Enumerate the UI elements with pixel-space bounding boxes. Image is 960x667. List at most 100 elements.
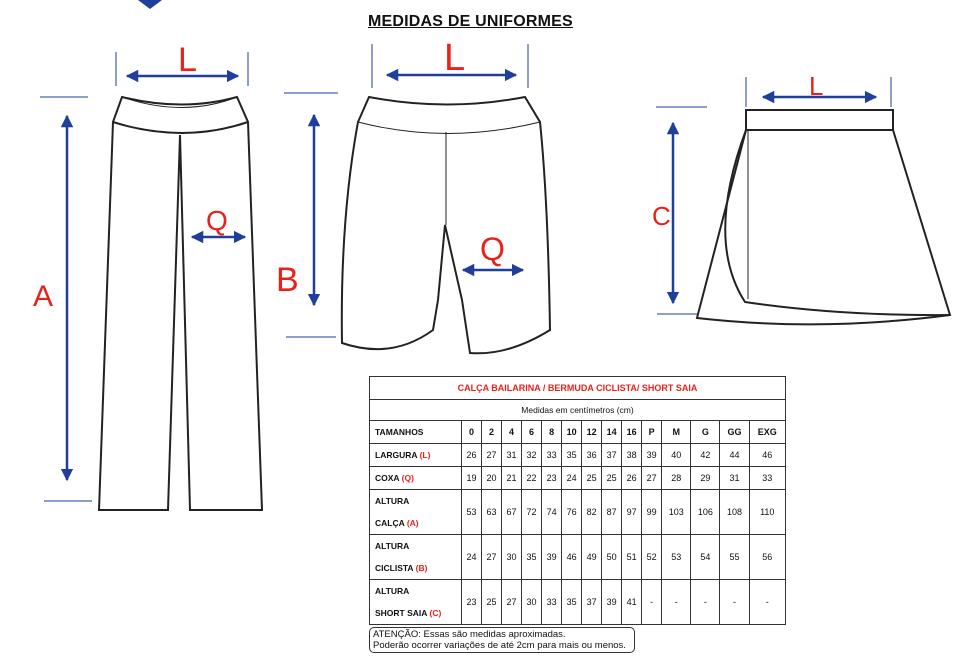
size-cell: GG: [719, 420, 750, 444]
value-cell: 99: [641, 489, 663, 535]
value-cell: 74: [541, 489, 563, 535]
value-cell: 97: [621, 489, 643, 535]
value-cell: -: [719, 579, 750, 625]
row-label: COXA (Q): [369, 466, 462, 490]
value-cell: 37: [601, 443, 623, 467]
value-cell: 36: [581, 443, 603, 467]
value-cell: 33: [748, 466, 787, 490]
value-cell: 23: [541, 466, 563, 490]
size-cell: 8: [541, 420, 563, 444]
value-cell: 72: [521, 489, 543, 535]
value-cell: 33: [541, 579, 563, 625]
size-table: CALÇA BAILARINA / BERMUDA CICLISTA/ SHOR…: [369, 376, 787, 625]
value-cell: 52: [641, 534, 663, 580]
value-cell: 40: [661, 443, 692, 467]
cyclist-width-label: L: [444, 37, 465, 79]
value-cell: 53: [661, 534, 692, 580]
size-cell: EXG: [748, 420, 787, 444]
value-cell: 25: [601, 466, 623, 490]
value-cell: -: [661, 579, 692, 625]
cyclist-height-label: B: [276, 261, 299, 299]
value-cell: 54: [690, 534, 721, 580]
size-cell: G: [690, 420, 721, 444]
size-cell: 0: [460, 420, 483, 444]
value-cell: 25: [581, 466, 603, 490]
page-title: MEDIDAS DE UNIFORMES: [368, 13, 573, 30]
size-cell: 14: [601, 420, 623, 444]
value-cell: 35: [561, 443, 583, 467]
size-cell: 6: [521, 420, 543, 444]
skirt-width-label: L: [809, 71, 823, 101]
table-row-largura: LARGURA (L) 26 27 31 32 33 35 36 37 38 3…: [369, 443, 787, 467]
value-cell: 44: [719, 443, 750, 467]
skirt-height-label: C: [652, 201, 671, 231]
pants-width-label: L: [178, 41, 197, 79]
note-line-2: Poderão ocorrer variações de até 2cm par…: [373, 640, 626, 651]
value-cell: 82: [581, 489, 603, 535]
value-cell: 38: [621, 443, 643, 467]
size-header: TAMANHOS: [369, 420, 462, 444]
value-cell: 56: [748, 534, 787, 580]
value-cell: 31: [501, 443, 523, 467]
value-cell: 46: [748, 443, 787, 467]
value-cell: 39: [541, 534, 563, 580]
pants-height-label: A: [33, 280, 53, 313]
value-cell: 20: [481, 466, 503, 490]
table-header-row: TAMANHOS 0 2 4 6 8 10 12 14 16 P M G GG …: [369, 420, 787, 444]
value-cell: 110: [748, 489, 787, 535]
value-cell: 25: [481, 579, 503, 625]
value-cell: 51: [621, 534, 643, 580]
pants-thigh-label: Q: [206, 205, 228, 236]
value-cell: 41: [621, 579, 643, 625]
skirt-diagram: [695, 109, 952, 326]
value-cell: 33: [541, 443, 563, 467]
value-cell: 30: [501, 534, 523, 580]
value-cell: 76: [561, 489, 583, 535]
size-cell: 4: [501, 420, 523, 444]
table-row-coxa: COXA (Q) 19 20 21 22 23 24 25 25 26 27 2…: [369, 466, 787, 490]
value-cell: 67: [501, 489, 523, 535]
row-label: LARGURA (L): [369, 443, 462, 467]
value-cell: 23: [460, 579, 483, 625]
value-cell: 24: [460, 534, 483, 580]
value-cell: 55: [719, 534, 750, 580]
value-cell: -: [748, 579, 787, 625]
value-cell: 49: [581, 534, 603, 580]
top-arrow-icon: [138, 0, 162, 9]
value-cell: 27: [481, 443, 503, 467]
cyclist-shorts-diagram: [340, 95, 552, 355]
value-cell: 63: [481, 489, 503, 535]
cyclist-thigh-label: Q: [480, 231, 505, 267]
pants-diagram: [97, 95, 264, 511]
size-cell: 12: [581, 420, 603, 444]
value-cell: 26: [460, 443, 483, 467]
note-line-1: ATENÇÃO: Essas são medidas aproximadas.: [373, 629, 566, 640]
size-cell: 16: [621, 420, 643, 444]
value-cell: 27: [641, 466, 663, 490]
value-cell: 39: [641, 443, 663, 467]
value-cell: 46: [561, 534, 583, 580]
value-cell: -: [690, 579, 721, 625]
value-cell: 21: [501, 466, 523, 490]
size-cell: P: [641, 420, 663, 444]
value-cell: 106: [690, 489, 721, 535]
value-cell: 42: [690, 443, 721, 467]
value-cell: 30: [521, 579, 543, 625]
value-cell: 19: [460, 466, 483, 490]
size-cell: M: [661, 420, 692, 444]
value-cell: 26: [621, 466, 643, 490]
value-cell: 24: [561, 466, 583, 490]
value-cell: 31: [719, 466, 750, 490]
value-cell: 50: [601, 534, 623, 580]
value-cell: 39: [601, 579, 623, 625]
value-cell: 28: [661, 466, 692, 490]
value-cell: 53: [460, 489, 483, 535]
value-cell: 108: [719, 489, 750, 535]
